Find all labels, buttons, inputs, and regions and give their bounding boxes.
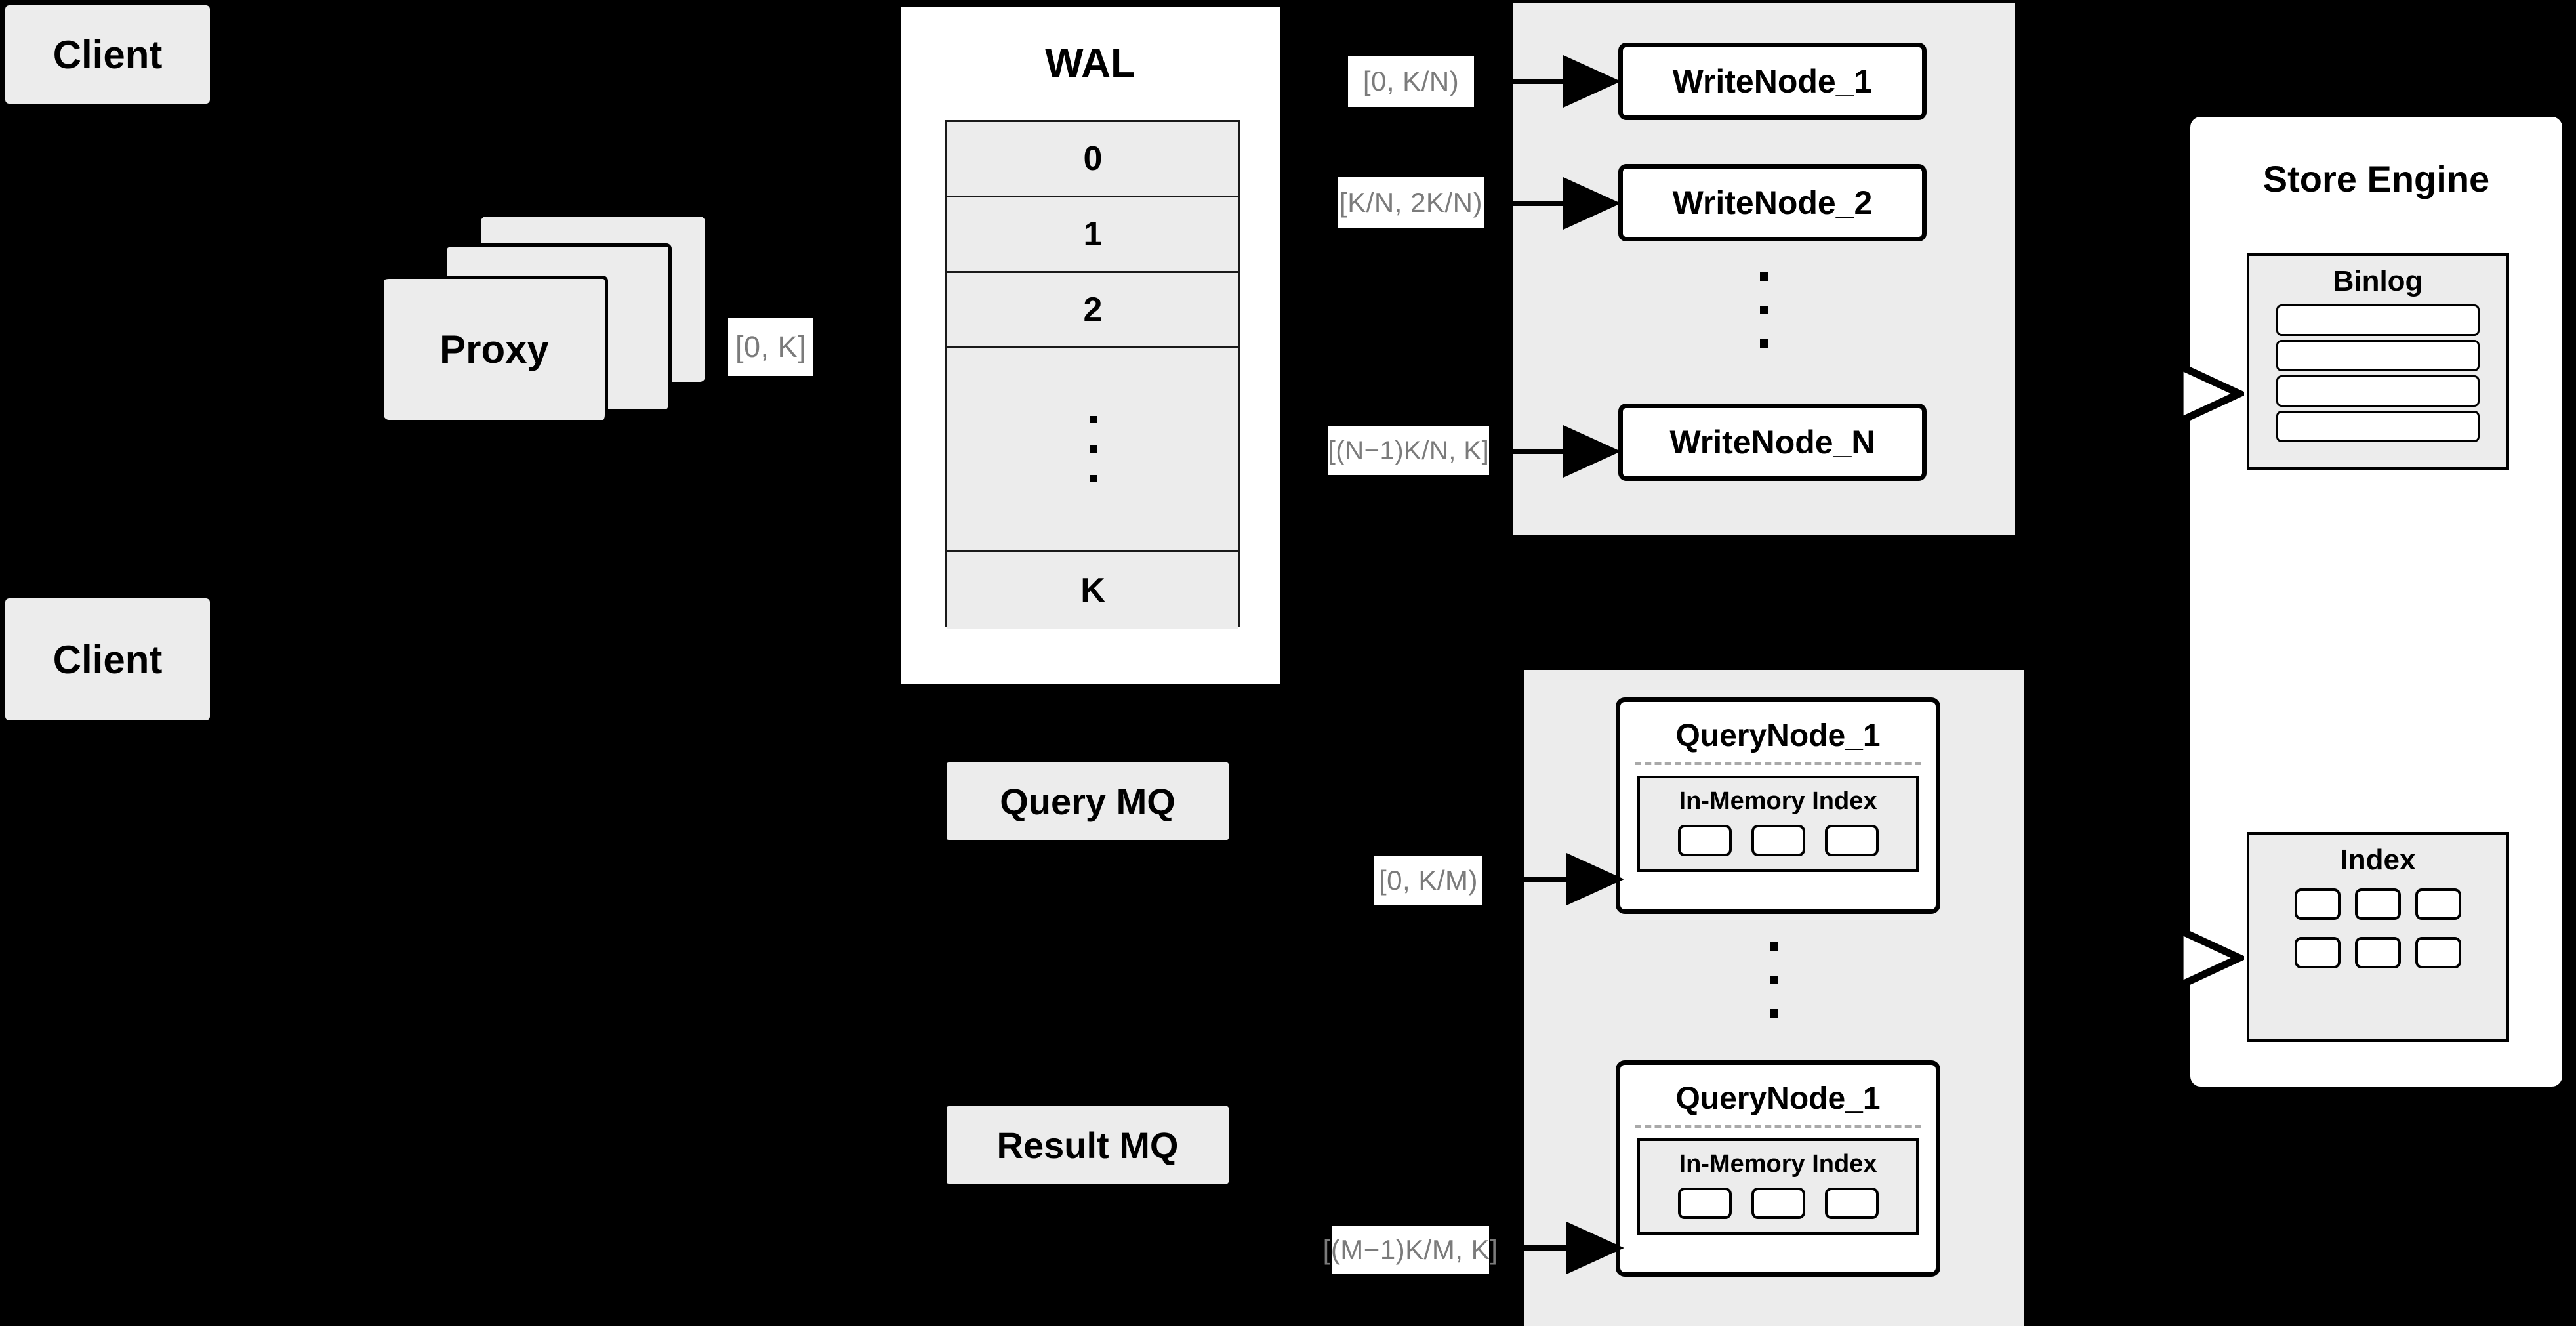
result-mq-label: Result MQ <box>996 1124 1179 1166</box>
write-node-1-range-label: [0, K/N) <box>1348 56 1474 107</box>
binlog-title: Binlog <box>2333 265 2423 297</box>
client-box-2[interactable]: Client <box>5 598 210 720</box>
wal-title: WAL <box>1045 41 1135 86</box>
client-label-2: Client <box>52 637 163 682</box>
wal-row: 2 <box>947 273 1238 348</box>
in-memory-index-2: In-Memory Index <box>1637 1138 1919 1235</box>
query-node-2-range-label: [(M−1)K/M, K] <box>1323 1226 1498 1274</box>
index-chip <box>1824 825 1879 856</box>
query-node-2[interactable]: QueryNode_1 In-Memory Index <box>1616 1060 1940 1277</box>
query-mq-label: Query MQ <box>1000 780 1176 822</box>
in-memory-index-1: In-Memory Index <box>1637 776 1919 872</box>
store-engine-container: Store Engine Binlog Index <box>2186 113 2566 1090</box>
proxy-box-front[interactable]: Proxy <box>384 276 608 420</box>
wal-row-value: 2 <box>1083 291 1103 329</box>
wal-row-value: K <box>1080 571 1105 610</box>
wal-container: WAL 0 1 2 K <box>897 3 1284 688</box>
write-node-n[interactable]: WriteNode_N <box>1618 404 1927 481</box>
wal-row-value: 1 <box>1083 215 1103 253</box>
index-title: Index <box>2340 844 2416 876</box>
write-node-1[interactable]: WriteNode_1 <box>1618 43 1927 120</box>
binlog-rows <box>2249 304 2506 442</box>
write-node-2-range-label: [K/N, 2K/N) <box>1338 177 1484 228</box>
binlog-row <box>2276 375 2480 407</box>
client-label-1: Client <box>52 32 163 77</box>
query-node-1[interactable]: QueryNode_1 In-Memory Index <box>1616 697 1940 914</box>
binlog-row <box>2276 411 2480 442</box>
index-cell <box>2355 937 2401 968</box>
binlog-row <box>2276 304 2480 336</box>
index-cell <box>2355 888 2401 920</box>
index-box: Index <box>2247 832 2509 1042</box>
index-chip <box>1824 1188 1879 1219</box>
store-engine-title: Store Engine <box>2262 158 2490 199</box>
index-chip <box>1751 825 1805 856</box>
proxy-label: Proxy <box>440 327 549 371</box>
wal-table: 0 1 2 K <box>945 120 1240 629</box>
wal-row-value: 0 <box>1083 140 1103 178</box>
query-node-1-title: QueryNode_1 <box>1675 718 1881 753</box>
in-memory-index-2-chips <box>1640 1188 1916 1222</box>
write-node-n-label: WriteNode_N <box>1669 424 1875 461</box>
index-chip <box>1677 1188 1732 1219</box>
query-mq-box[interactable]: Query MQ <box>947 762 1229 840</box>
query-node-1-range-label: [0, K/M) <box>1374 856 1482 905</box>
write-node-n-range-label: [(N−1)K/N, K] <box>1328 426 1489 475</box>
index-cell <box>2295 937 2341 968</box>
write-node-1-label: WriteNode_1 <box>1672 63 1873 100</box>
binlog-row <box>2276 340 2480 371</box>
in-memory-index-1-title: In-Memory Index <box>1679 787 1877 815</box>
write-node-2-label: WriteNode_2 <box>1672 184 1873 221</box>
index-grid <box>2249 883 2506 968</box>
in-memory-index-2-title: In-Memory Index <box>1679 1150 1877 1178</box>
index-cell <box>2415 937 2461 968</box>
wal-row: K <box>947 552 1238 629</box>
wal-row-ellipsis <box>947 348 1238 552</box>
index-chip <box>1677 825 1732 856</box>
result-mq-box[interactable]: Result MQ <box>947 1106 1229 1184</box>
client-box-1[interactable]: Client <box>5 5 210 104</box>
vertical-ellipsis-icon <box>1089 416 1097 482</box>
query-node-vertical-ellipsis-icon <box>1524 942 2024 1018</box>
query-node-2-title: QueryNode_1 <box>1675 1081 1881 1116</box>
query-node-2-divider <box>1635 1125 1921 1128</box>
query-node-group: QueryNode_1 In-Memory Index QueryNode_1 … <box>1524 670 2024 1326</box>
index-chip <box>1751 1188 1805 1219</box>
in-memory-index-1-chips <box>1640 825 1916 859</box>
write-node-vertical-ellipsis-icon <box>1513 272 2015 348</box>
proxy-stack[interactable]: Proxy <box>384 217 712 433</box>
index-cell <box>2415 888 2461 920</box>
proxy-range-label: [0, K] <box>728 318 813 376</box>
wal-row: 1 <box>947 197 1238 273</box>
binlog-box: Binlog <box>2247 253 2509 470</box>
index-cell <box>2295 888 2341 920</box>
wal-row: 0 <box>947 122 1238 197</box>
query-node-1-divider <box>1635 762 1921 765</box>
write-node-2[interactable]: WriteNode_2 <box>1618 164 1927 241</box>
